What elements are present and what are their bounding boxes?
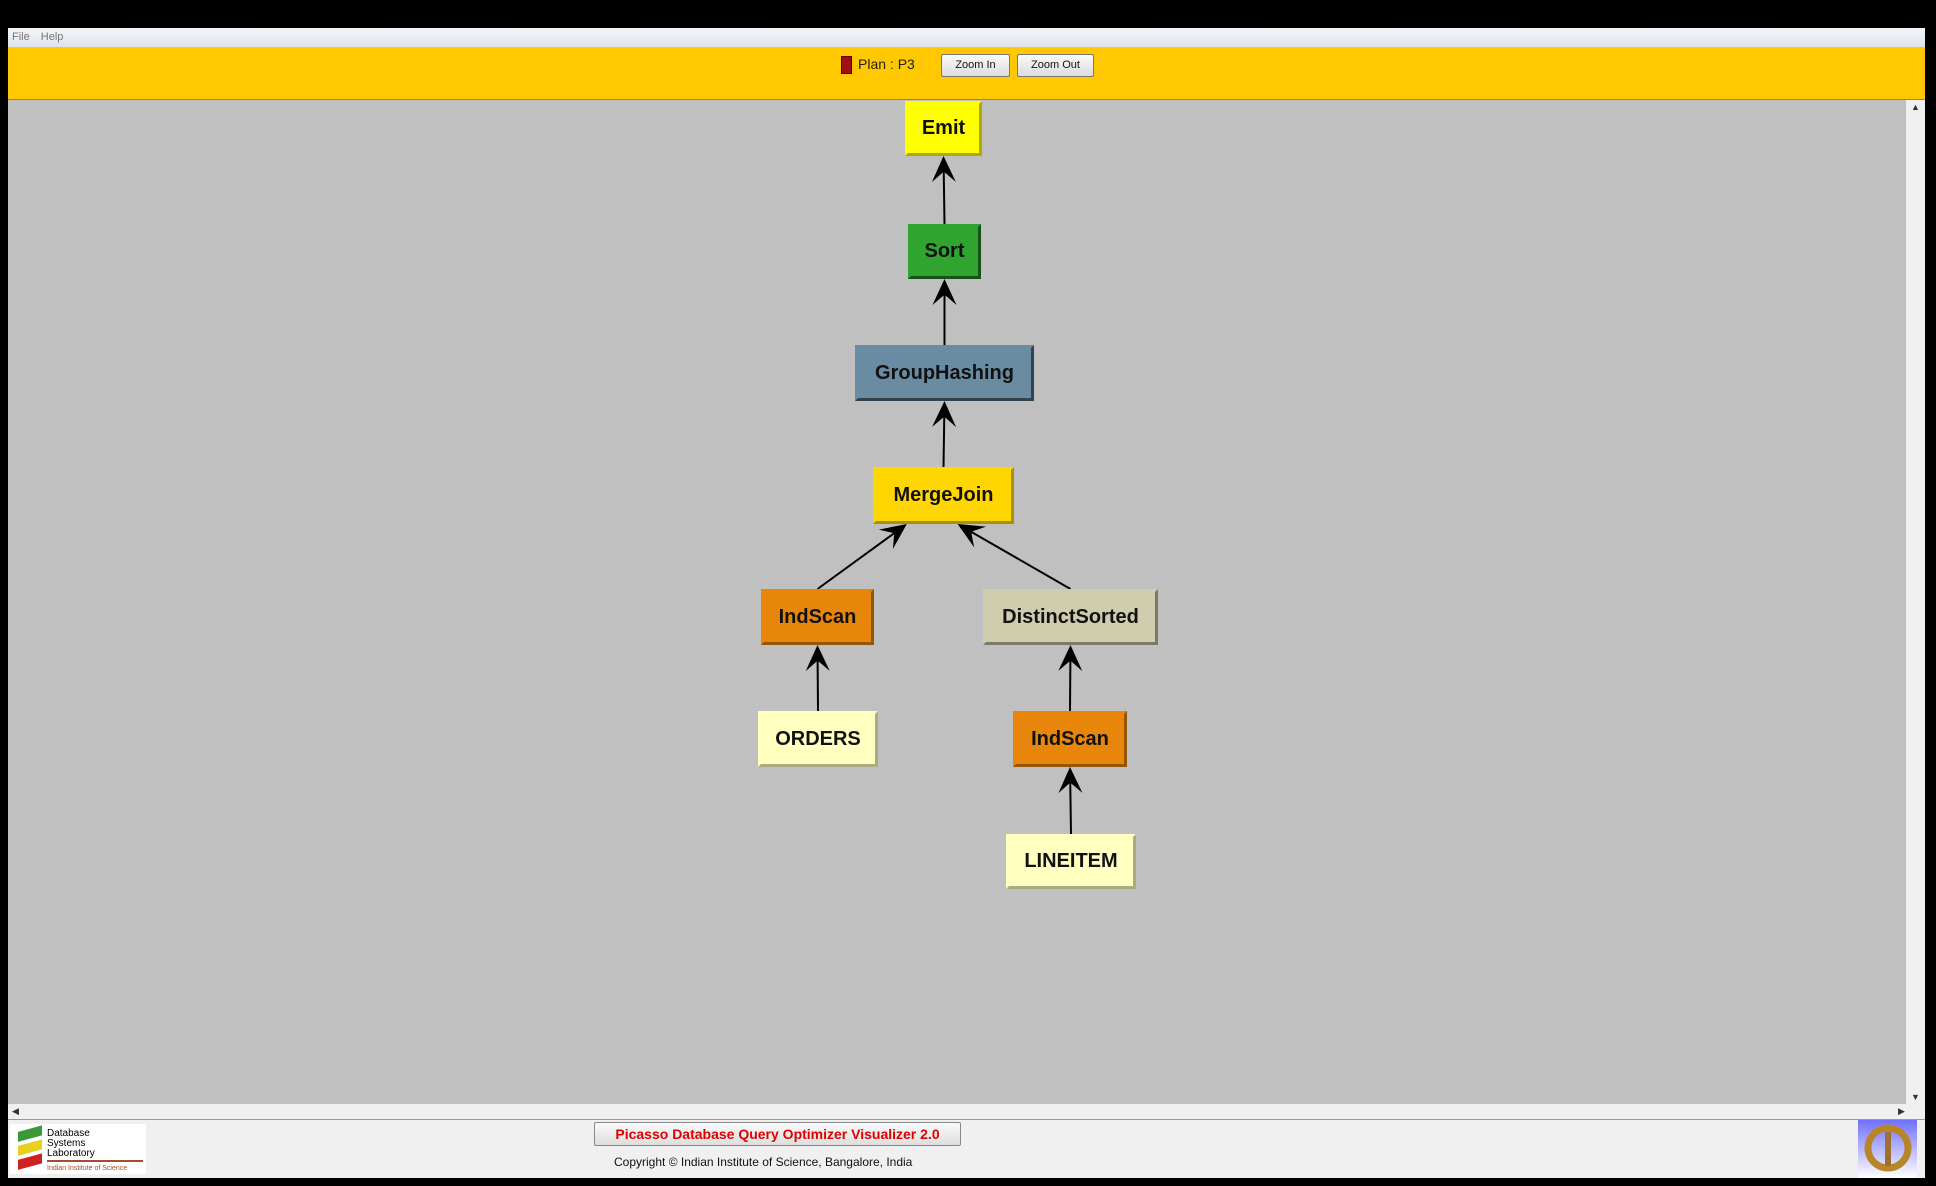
- plan-node-grouphashing[interactable]: GroupHashing: [855, 345, 1034, 401]
- plan-label: Plan : P3: [858, 56, 915, 72]
- scroll-down-icon[interactable]: ▼: [1911, 1092, 1920, 1102]
- plan-node-mergejoin[interactable]: MergeJoin: [873, 467, 1014, 524]
- arrowhead-icon: [805, 645, 830, 672]
- plan-node-indscan1[interactable]: IndScan: [761, 589, 874, 645]
- dsl-logo: Database Systems Laboratory Indian Insti…: [10, 1124, 146, 1174]
- zoom-out-button[interactable]: Zoom Out: [1017, 54, 1094, 77]
- menu-file[interactable]: File: [12, 31, 30, 43]
- edge-indscan1-to-mergejoin: [816, 524, 907, 590]
- arrowhead-icon: [1058, 767, 1083, 794]
- horizontal-scrollbar[interactable]: ◀▶: [8, 1104, 1925, 1120]
- plan-node-sort[interactable]: Sort: [908, 224, 981, 279]
- edge-distinctsorted-to-mergejoin: [957, 524, 1071, 590]
- plan-node-lineitem[interactable]: LINEITEM: [1006, 834, 1136, 889]
- toolbar: Plan : P3 Zoom In Zoom Out: [8, 47, 1925, 100]
- plan-node-orders[interactable]: ORDERS: [758, 711, 878, 767]
- edge-orders-to-indscan1: [805, 645, 830, 712]
- arrowhead-icon: [932, 279, 957, 305]
- copyright-text: Copyright © Indian Institute of Science,…: [614, 1155, 913, 1169]
- plan-node-emit[interactable]: Emit: [905, 101, 982, 156]
- plan-color-swatch: [841, 56, 852, 74]
- menu-help[interactable]: Help: [40, 31, 64, 43]
- svg-text:Database: Database: [47, 1128, 90, 1139]
- arrowhead-icon: [932, 401, 957, 428]
- zoom-in-button[interactable]: Zoom In: [941, 54, 1010, 77]
- scroll-right-icon[interactable]: ▶: [1898, 1106, 1905, 1116]
- arrowhead-icon: [878, 524, 907, 549]
- arrowhead-icon: [957, 524, 987, 548]
- app-title-button[interactable]: Picasso Database Query Optimizer Visuali…: [594, 1122, 961, 1146]
- scroll-up-icon[interactable]: ▲: [1911, 102, 1920, 112]
- edge-indscan2-to-distinctsorted: [1058, 645, 1083, 712]
- edge-sort-to-emit: [931, 156, 956, 225]
- svg-text:Systems: Systems: [47, 1138, 85, 1149]
- vertical-scrollbar[interactable]: ▲▼: [1906, 100, 1925, 1104]
- menu-bar: File Help: [8, 28, 1925, 47]
- arrowhead-icon: [931, 156, 956, 183]
- edge-mergejoin-to-grouphashing: [932, 401, 957, 468]
- plan-node-indscan2[interactable]: IndScan: [1013, 711, 1127, 767]
- svg-text:Laboratory: Laboratory: [47, 1148, 95, 1159]
- edge-lineitem-to-indscan2: [1058, 767, 1083, 835]
- edges-layer: [805, 156, 1083, 835]
- scroll-left-icon[interactable]: ◀: [12, 1106, 19, 1116]
- iisc-seal-logo: [1858, 1120, 1917, 1178]
- svg-text:Indian Institute of Science: Indian Institute of Science: [47, 1165, 127, 1172]
- arrowhead-icon: [1058, 645, 1083, 672]
- edge-grouphashing-to-sort: [932, 279, 957, 345]
- footer: Database Systems Laboratory Indian Insti…: [8, 1120, 1925, 1178]
- plan-node-distinctsorted[interactable]: DistinctSorted: [983, 589, 1158, 645]
